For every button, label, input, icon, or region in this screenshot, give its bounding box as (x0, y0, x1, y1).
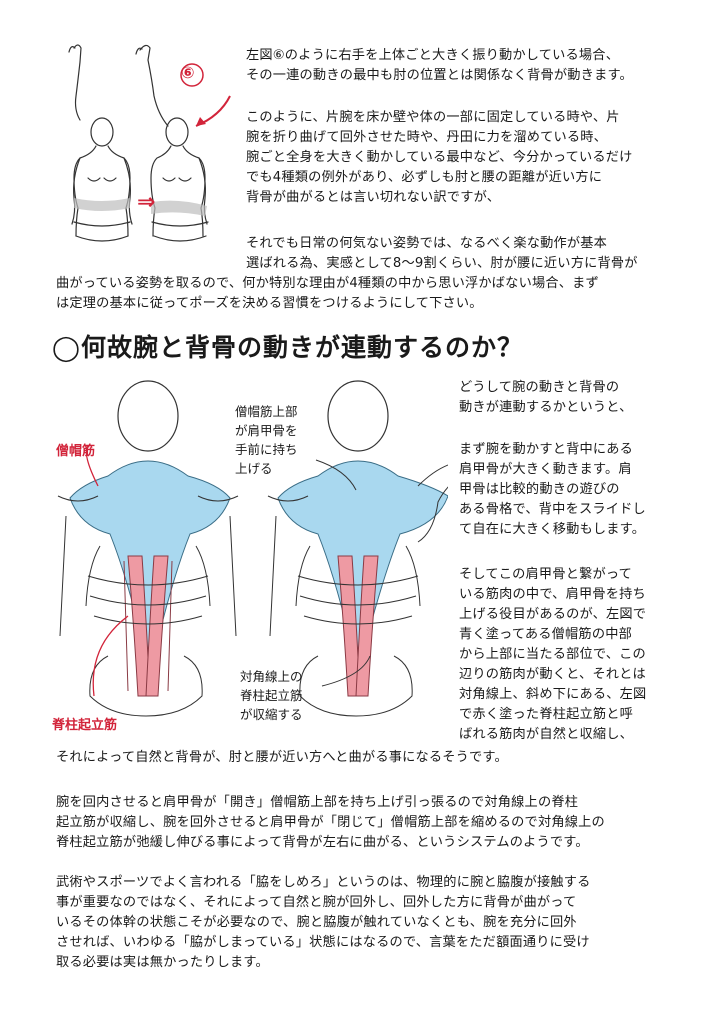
bottom-paragraph-3: 武術やスポーツでよく言われる「脇をしめろ」というのは、物理的に腕と脇腹が接触する… (56, 875, 591, 970)
intro-paragraph-3a: それでも日常の何気ない姿勢では、なるべく楽な動作が基本 選ばれる為、実感として8… (246, 236, 638, 271)
bottom-paragraph-1: それによって自然と背骨が、肘と腰が近い方へと曲がる事になるそうです。 (56, 750, 508, 765)
label-upper-trapezius-note: 僧帽筋上部 が肩甲骨を 手前に持ち 上げる (235, 404, 298, 476)
back-muscle-illustration (57, 380, 448, 717)
label-trapezius: 僧帽筋 (56, 444, 96, 459)
arrow-right-icon: ⇒ (137, 190, 156, 215)
right-paragraph-1: どうして腕の動きと背骨の 動きが連動するかというと、 (459, 380, 633, 415)
bottom-paragraph-2: 腕を回内させると肩甲骨が「開き」僧帽筋上部を持ち上げ引っ張るので対角線上の脊柱 … (56, 795, 605, 850)
figure-arm-raise-illustration (68, 44, 231, 242)
section-heading: ◯何故腕と背骨の動きが連動するのか？ (52, 333, 523, 362)
right-paragraph-2: まず腕を動かすと背中にある 肩甲骨が大きく動きます。肩 甲骨は比較的動きの遊びの… (459, 442, 646, 537)
figure-number-label: ⑥ (181, 63, 195, 82)
intro-paragraph-1: 左図⑥のように右手を上体ごと大きく振り動かしている場合、 その一連の動きの最中も… (246, 48, 633, 83)
intro-paragraph-3b: 曲がっている姿勢を取るので、何か特別な理由が4種類の中から思い浮かばない場合、ま… (56, 276, 599, 311)
intro-paragraph-2: このように、片腕を床か壁や体の一部に固定している時や、片 腕を折り曲げて回外させ… (246, 110, 633, 205)
right-paragraph-3: そしてこの肩甲骨と繋がって いる筋肉の中で、肩甲骨を持ち 上げる役目があるのが、… (459, 567, 647, 742)
label-diagonal-erector-note: 対角線上の 脊柱起立筋 が収縮する (240, 669, 303, 722)
label-erector-spinae: 脊柱起立筋 (52, 718, 118, 733)
